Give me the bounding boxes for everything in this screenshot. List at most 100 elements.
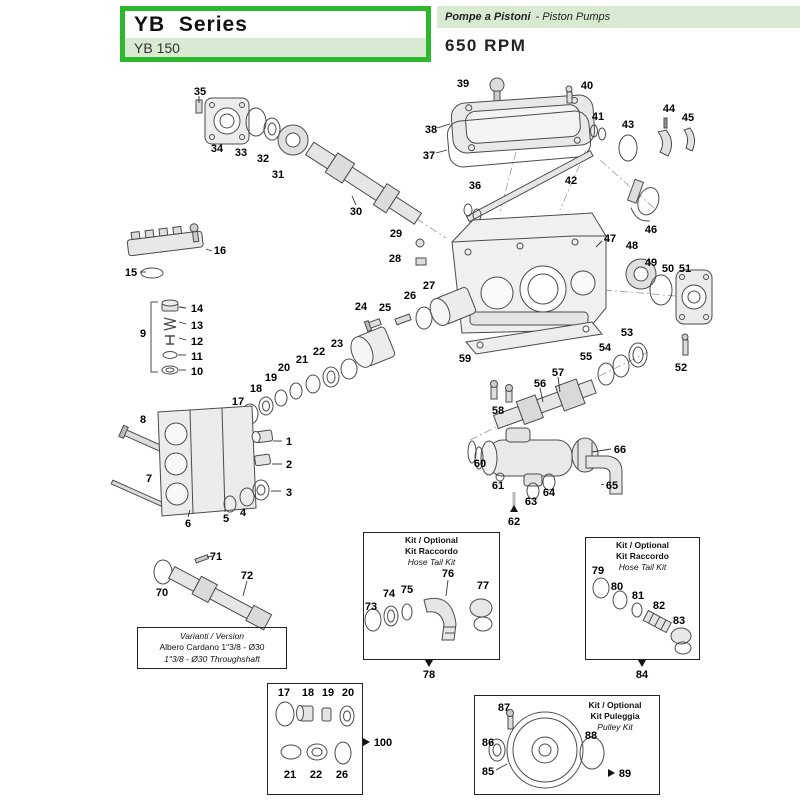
part-callout-28: 28	[389, 253, 401, 265]
part-callout-47: 47	[604, 233, 616, 245]
part-callout-43: 43	[622, 119, 634, 131]
drive-shaft-assembly	[195, 97, 423, 225]
part-callout-56: 56	[534, 378, 546, 390]
part-callout-6: 6	[185, 518, 191, 530]
part-callout-31: 31	[272, 169, 284, 181]
kit2-line3: Hose Tail Kit	[618, 562, 667, 573]
part-callout-7: 7	[146, 473, 152, 485]
part-callout-29: 29	[390, 228, 402, 240]
part-callout-53: 53	[621, 327, 633, 339]
pulley-line3: Pulley Kit	[597, 722, 633, 733]
model-label: YB 150	[125, 38, 426, 57]
part-callout-5: 5	[223, 513, 229, 525]
part-callout-88: 88	[585, 730, 597, 742]
part-callout-83: 83	[673, 615, 685, 627]
part-callout-18: 18	[302, 687, 314, 699]
part-callout-33: 33	[235, 147, 247, 159]
category-band: Pompe a Pistoni - Piston Pumps	[437, 6, 800, 28]
part-callout-4: 4	[240, 507, 247, 519]
part-callout-85: 85	[482, 766, 494, 778]
variant-line2: Albero Cardano 1"3/8 - Ø30	[159, 642, 265, 653]
part-callout-38: 38	[425, 124, 437, 136]
part-callout-61: 61	[492, 480, 504, 492]
part-callout-52: 52	[675, 362, 687, 374]
part-callout-81: 81	[632, 590, 644, 602]
part-callout-70: 70	[156, 587, 168, 599]
part-callout-23: 23	[331, 338, 343, 350]
kit1-line3: Hose Tail Kit	[407, 557, 456, 568]
part-callout-54: 54	[599, 342, 612, 354]
part-callout-46: 46	[645, 224, 657, 236]
hose-tail-kit-box-1: Kit / Optional Kit Raccordo Hose Tail Ki…	[363, 532, 500, 660]
variant-line3: 1"3/8 - Ø30 Throughshaft	[164, 653, 260, 664]
part-callout-9: 9	[140, 328, 146, 340]
part-callout-14: 14	[191, 303, 204, 315]
part-callout-45: 45	[682, 112, 694, 124]
seal-kit-box	[267, 683, 363, 795]
variant-box: Varianti / Version Albero Cardano 1"3/8 …	[137, 627, 287, 669]
part-callout-37: 37	[423, 150, 435, 162]
part-callout-74: 74	[383, 588, 396, 600]
kit-ref-arrow	[638, 660, 646, 667]
part-callout-57: 57	[552, 367, 564, 379]
leader-lines	[140, 96, 612, 771]
series-title-box: YB Series YB 150	[120, 6, 431, 62]
part-callout-55: 55	[580, 351, 592, 363]
part-callout-21: 21	[296, 354, 308, 366]
pulley-line1: Kit / Optional	[588, 700, 642, 710]
part-callout-73: 73	[365, 601, 377, 613]
part-callout-65: 65	[606, 480, 618, 492]
pulley-kit-parts	[488, 709, 605, 789]
part-callout-27: 27	[423, 280, 435, 292]
part-callout-62: 62	[508, 516, 520, 528]
category-english: - Piston Pumps	[535, 11, 611, 23]
part-callout-50: 50	[662, 263, 674, 275]
part-callout-100: 100	[374, 737, 392, 749]
part-callout-51: 51	[679, 263, 691, 275]
part-callout-48: 48	[626, 240, 638, 252]
kit-ref-arrow	[510, 505, 518, 512]
crankcase	[415, 212, 607, 334]
manifold-head	[110, 405, 274, 517]
part-callout-63: 63	[525, 496, 537, 508]
kit1-line2: Kit Raccordo	[405, 546, 458, 557]
part-callout-20: 20	[278, 362, 290, 374]
part-callout-75: 75	[401, 584, 413, 596]
part-callout-12: 12	[191, 336, 203, 348]
part-callout-21: 21	[284, 769, 296, 781]
part-callout-17: 17	[278, 687, 290, 699]
part-callout-25: 25	[379, 302, 391, 314]
part-callout-42: 42	[565, 175, 577, 187]
seal-kit-parts	[275, 701, 355, 765]
part-callout-24: 24	[355, 301, 368, 313]
series-title: YB Series	[134, 12, 248, 36]
part-callout-80: 80	[611, 581, 623, 593]
part-callout-34: 34	[211, 143, 224, 155]
part-callout-10: 10	[191, 366, 203, 378]
kit1-line1: Kit / Optional	[405, 535, 458, 545]
part-callout-82: 82	[653, 600, 665, 612]
hose-tail-kit-box-2: Kit / Optional Kit Raccordo Hose Tail Ki…	[585, 537, 700, 660]
part-callout-60: 60	[474, 458, 486, 470]
part-callout-26: 26	[336, 769, 348, 781]
part-callout-86: 86	[482, 737, 494, 749]
part-callout-58: 58	[492, 405, 504, 417]
kit2-line2: Kit Raccordo	[616, 551, 669, 562]
part-callout-84: 84	[636, 669, 649, 681]
hose-tail-kit-2-parts	[592, 577, 692, 655]
outlet-fittings	[467, 427, 623, 508]
part-callout-15: 15	[125, 267, 137, 279]
part-callout-76: 76	[442, 568, 454, 580]
part-callout-72: 72	[241, 570, 253, 582]
part-callout-41: 41	[592, 111, 604, 123]
part-callout-22: 22	[313, 346, 325, 358]
part-callout-16: 16	[214, 245, 226, 257]
bearing-cover-assembly	[625, 258, 713, 325]
part-callout-11: 11	[191, 351, 203, 363]
part-callout-8: 8	[140, 414, 146, 426]
valve-assembly	[126, 223, 204, 375]
part-callout-17: 17	[232, 396, 244, 408]
part-callout-49: 49	[645, 257, 657, 269]
